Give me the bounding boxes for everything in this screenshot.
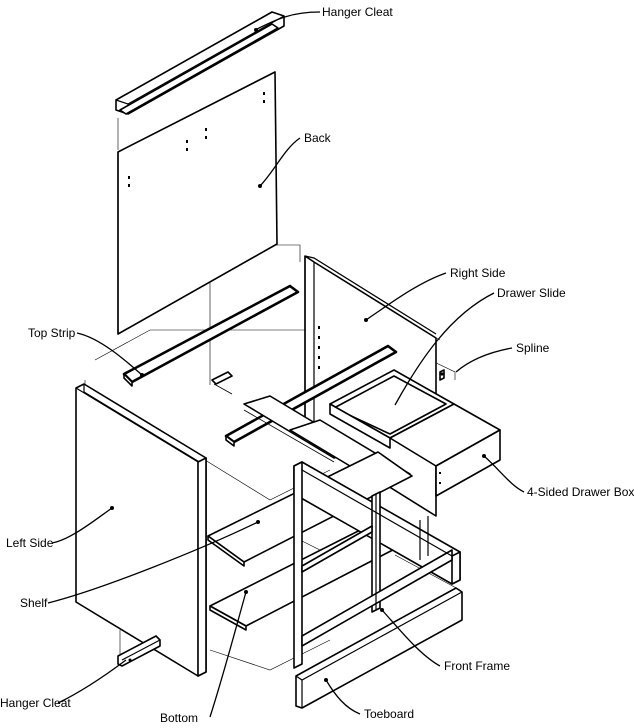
shelf-pin-holes xyxy=(318,326,320,369)
label-back: Back xyxy=(304,131,332,145)
toeboard-part xyxy=(295,587,463,709)
label-bottom: Bottom xyxy=(160,711,198,725)
hanger-cleat-top-part xyxy=(115,11,285,115)
label-shelf: Shelf xyxy=(20,596,48,610)
spline-part xyxy=(439,369,445,381)
label-toeboard: Toeboard xyxy=(364,707,414,721)
label-drawer-slide: Drawer Slide xyxy=(497,286,566,300)
label-four-sided-drawer-box: 4-Sided Drawer Box xyxy=(527,485,634,499)
label-spline: Spline xyxy=(516,341,550,355)
label-right-side: Right Side xyxy=(450,266,506,280)
label-top-strip: Top Strip xyxy=(28,326,76,340)
label-left-side: Left Side xyxy=(6,536,54,550)
label-hanger-cleat-top: Hanger Cleat xyxy=(322,5,393,19)
hanger-cleat-bottom-part xyxy=(117,635,161,667)
four-sided-drawer-box-part xyxy=(329,369,501,497)
leader-lines xyxy=(47,11,525,718)
back-part xyxy=(117,71,278,335)
part-labels: Hanger Cleat Back Right Side Drawer Slid… xyxy=(0,5,634,725)
label-hanger-cleat-bottom: Hanger Cleat xyxy=(0,696,71,710)
front-frame-part xyxy=(293,461,461,669)
left-side-part xyxy=(75,383,207,677)
label-front-frame: Front Frame xyxy=(444,659,510,673)
